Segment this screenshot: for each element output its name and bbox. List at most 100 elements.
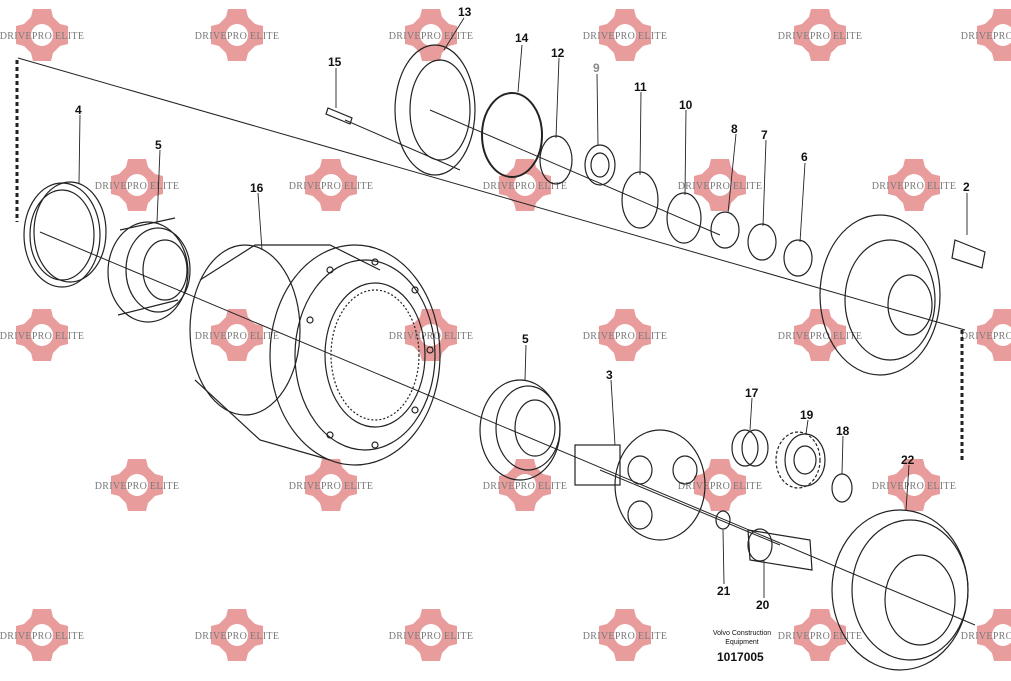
watermark-gear: DRIVEPRO ELITE: [961, 609, 1011, 661]
watermark-gear: DRIVEPRO ELITE: [389, 9, 473, 61]
watermark-gear: DRIVEPRO ELITE: [95, 159, 179, 211]
watermark-gear: DRIVEPRO ELITE: [872, 459, 956, 511]
watermark-text: DRIVEPRO ELITE: [778, 31, 862, 42]
watermark-gear: DRIVEPRO ELITE: [389, 309, 473, 361]
watermark-text: DRIVEPRO ELITE: [389, 31, 473, 42]
callout-13: 13: [458, 5, 472, 19]
part-4-seal: [23, 181, 107, 288]
watermark-layer: DRIVEPRO ELITE DRIVEPRO ELITE DRIVEPRO ELI…: [0, 9, 1011, 661]
watermark-gear: DRIVEPRO ELITE: [95, 459, 179, 511]
watermark-text: DRIVEPRO ELITE: [195, 31, 279, 42]
watermark-text: DRIVEPRO ELITE: [678, 481, 762, 492]
part-6-shim: [783, 239, 813, 277]
callout-7: 7: [761, 128, 768, 142]
watermark-gear: DRIVEPRO ELITE: [583, 309, 667, 361]
watermark-text: DRIVEPRO ELITE: [0, 331, 84, 342]
callout-numbers: 13 14 12 9 11 10 8 7 6 2 15 4 5 16 5 3 1…: [75, 5, 970, 612]
part-21-washer: [715, 510, 731, 530]
watermark-text: DRIVEPRO ELITE: [583, 631, 667, 642]
callout-18: 18: [836, 424, 850, 438]
part-9-nut: [584, 144, 616, 186]
watermark-text: DRIVEPRO ELITE: [778, 631, 862, 642]
callout-14: 14: [515, 31, 529, 45]
watermark-gear: DRIVEPRO ELITE: [961, 309, 1011, 361]
watermark-text: DRIVEPRO ELITE: [872, 481, 956, 492]
part-7-hub-nut: [747, 223, 777, 261]
watermark-text: DRIVEPRO ELITE: [95, 181, 179, 192]
watermark-text: DRIVEPRO ELITE: [389, 631, 473, 642]
watermark-gear: DRIVEPRO ELITE: [583, 609, 667, 661]
watermark-gear: DRIVEPRO ELITE: [583, 9, 667, 61]
watermark-gear: DRIVEPRO ELITE: [195, 309, 279, 361]
callout-4: 4: [75, 103, 82, 117]
watermark-text: DRIVEPRO ELITE: [289, 181, 373, 192]
watermark-text: DRIVEPRO ELITE: [961, 331, 1011, 342]
watermark-gear: DRIVEPRO ELITE: [678, 459, 762, 511]
callout-10: 10: [679, 98, 693, 112]
callout-3: 3: [606, 368, 613, 382]
part-20-sun-shaft: [747, 528, 813, 571]
callout-6: 6: [801, 150, 808, 164]
part-14-o-ring: [481, 92, 543, 178]
watermark-gear: DRIVEPRO ELITE: [0, 9, 84, 61]
part-3-planet-carrier: [574, 429, 706, 541]
callout-5-top: 5: [155, 138, 162, 152]
brand-line-1: Volvo Construction: [712, 630, 772, 637]
callout-leaders: [78, 17, 968, 598]
part-5-bearing-bottom: [479, 379, 561, 481]
watermark-text: DRIVEPRO ELITE: [961, 31, 1011, 42]
watermark-text: DRIVEPRO ELITE: [583, 331, 667, 342]
watermark-gear: DRIVEPRO ELITE: [195, 9, 279, 61]
part-2-hub: [819, 214, 986, 376]
callout-12: 12: [551, 46, 565, 60]
watermark-gear: DRIVEPRO ELITE: [872, 159, 956, 211]
watermark-text: DRIVEPRO ELITE: [483, 481, 567, 492]
watermark-gear: DRIVEPRO ELITE: [389, 609, 473, 661]
callout-16: 16: [250, 181, 264, 195]
part-16-housing: [189, 244, 441, 466]
callout-5-bottom: 5: [522, 332, 529, 346]
part-5-bearing-top: [107, 217, 191, 323]
watermark-text: DRIVEPRO ELITE: [961, 631, 1011, 642]
watermark-text: DRIVEPRO ELITE: [872, 181, 956, 192]
watermark-text: DRIVEPRO ELITE: [483, 181, 567, 192]
callout-20: 20: [756, 598, 770, 612]
callout-8: 8: [731, 122, 738, 136]
part-22-cover: [831, 509, 969, 671]
part-15-bolt: [325, 107, 353, 125]
watermark-text: DRIVEPRO ELITE: [583, 31, 667, 42]
watermark-text: DRIVEPRO ELITE: [0, 31, 84, 42]
callout-2: 2: [963, 180, 970, 194]
watermark-gear: DRIVEPRO ELITE: [195, 609, 279, 661]
watermark-text: DRIVEPRO ELITE: [95, 481, 179, 492]
part-8-washer: [710, 211, 740, 249]
part-17-needle-bearing: [731, 429, 769, 467]
assembly-axis-lines: [15, 57, 976, 626]
brand-line-2: Equipment: [725, 639, 759, 646]
watermark-text: DRIVEPRO ELITE: [678, 181, 762, 192]
brand-label: Volvo Construction Equipment: [712, 629, 772, 647]
callout-17: 17: [745, 386, 759, 400]
part-18-circlip: [831, 473, 853, 503]
watermark-gear: DRIVEPRO ELITE: [678, 159, 762, 211]
watermark-gear: DRIVEPRO ELITE: [483, 459, 567, 511]
document-number: 1017005: [717, 650, 764, 664]
watermark-text: DRIVEPRO ELITE: [195, 631, 279, 642]
watermark-gear: DRIVEPRO ELITE: [289, 159, 373, 211]
watermark-gear: DRIVEPRO ELITE: [483, 159, 567, 211]
watermark-gear: DRIVEPRO ELITE: [961, 9, 1011, 61]
watermark-text: DRIVEPRO ELITE: [778, 331, 862, 342]
watermark-gear: DRIVEPRO ELITE: [289, 459, 373, 511]
watermark-text: DRIVEPRO ELITE: [289, 481, 373, 492]
callout-11: 11: [634, 80, 647, 94]
watermark-gear: DRIVEPRO ELITE: [0, 309, 84, 361]
callout-22: 22: [901, 453, 915, 467]
part-10-spacer: [666, 192, 702, 244]
callout-21: 21: [717, 584, 731, 598]
callout-9: 9: [593, 61, 600, 75]
watermark-gear: DRIVEPRO ELITE: [778, 9, 862, 61]
watermark-text: DRIVEPRO ELITE: [195, 331, 279, 342]
watermark-text: DRIVEPRO ELITE: [389, 331, 473, 342]
part-13-plate: [394, 44, 476, 176]
